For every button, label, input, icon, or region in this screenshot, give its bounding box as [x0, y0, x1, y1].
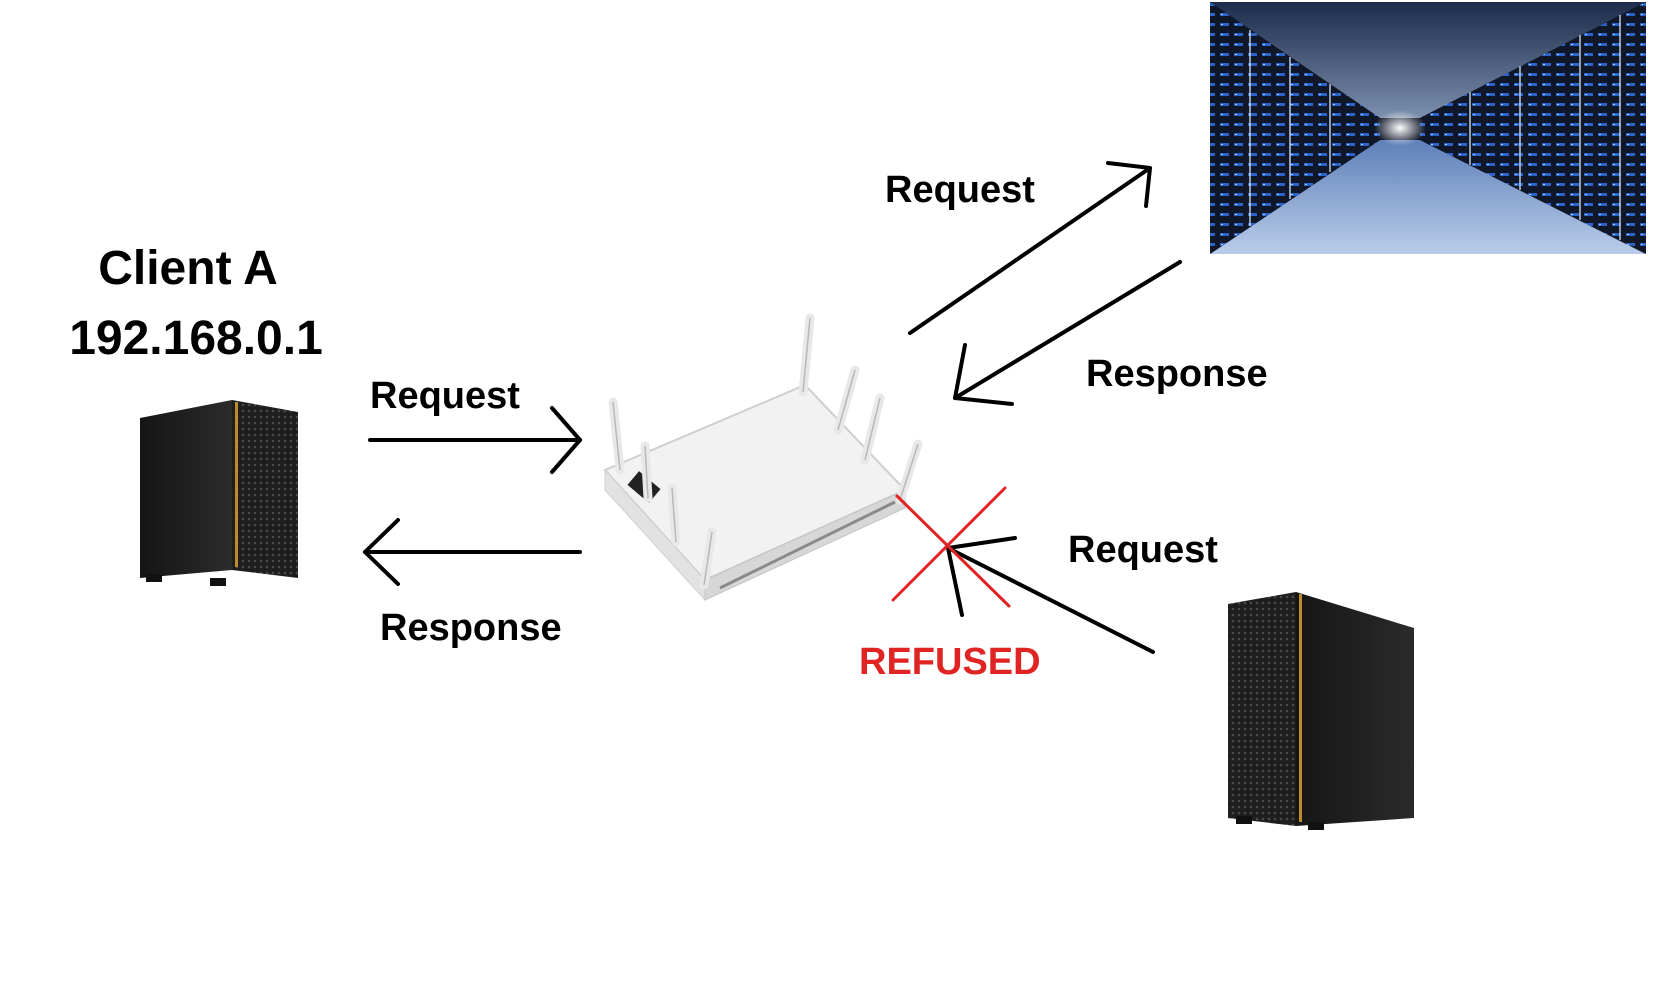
arrow-router-to-client-response	[363, 518, 582, 586]
label-router-to-client-response: Response	[380, 607, 562, 649]
label-server-to-router-response: Response	[1086, 353, 1268, 395]
router	[603, 313, 923, 602]
label-router-to-server-request: Request	[885, 169, 1035, 211]
arrow-server-to-router-response	[953, 260, 1182, 406]
label-client-to-router-request: Request	[370, 375, 520, 417]
desktop-tower-icon	[1228, 592, 1414, 830]
wifi-router-icon	[603, 313, 923, 602]
datacenter-icon	[1210, 2, 1646, 254]
refused-label: REFUSED	[859, 641, 1041, 683]
arrow-client-to-router-request	[368, 406, 582, 474]
cross-icon	[891, 486, 1011, 608]
desktop-tower-icon	[140, 400, 298, 586]
client-a-ip: 192.168.0.1	[69, 312, 323, 365]
datacenter-server	[1210, 2, 1646, 254]
label-other-client-request: Request	[1068, 529, 1218, 571]
arrow-router-to-server-request	[908, 161, 1152, 335]
other-client-computer	[1228, 592, 1414, 830]
client-a-name: Client A	[98, 242, 278, 295]
client-a-computer	[140, 400, 298, 586]
